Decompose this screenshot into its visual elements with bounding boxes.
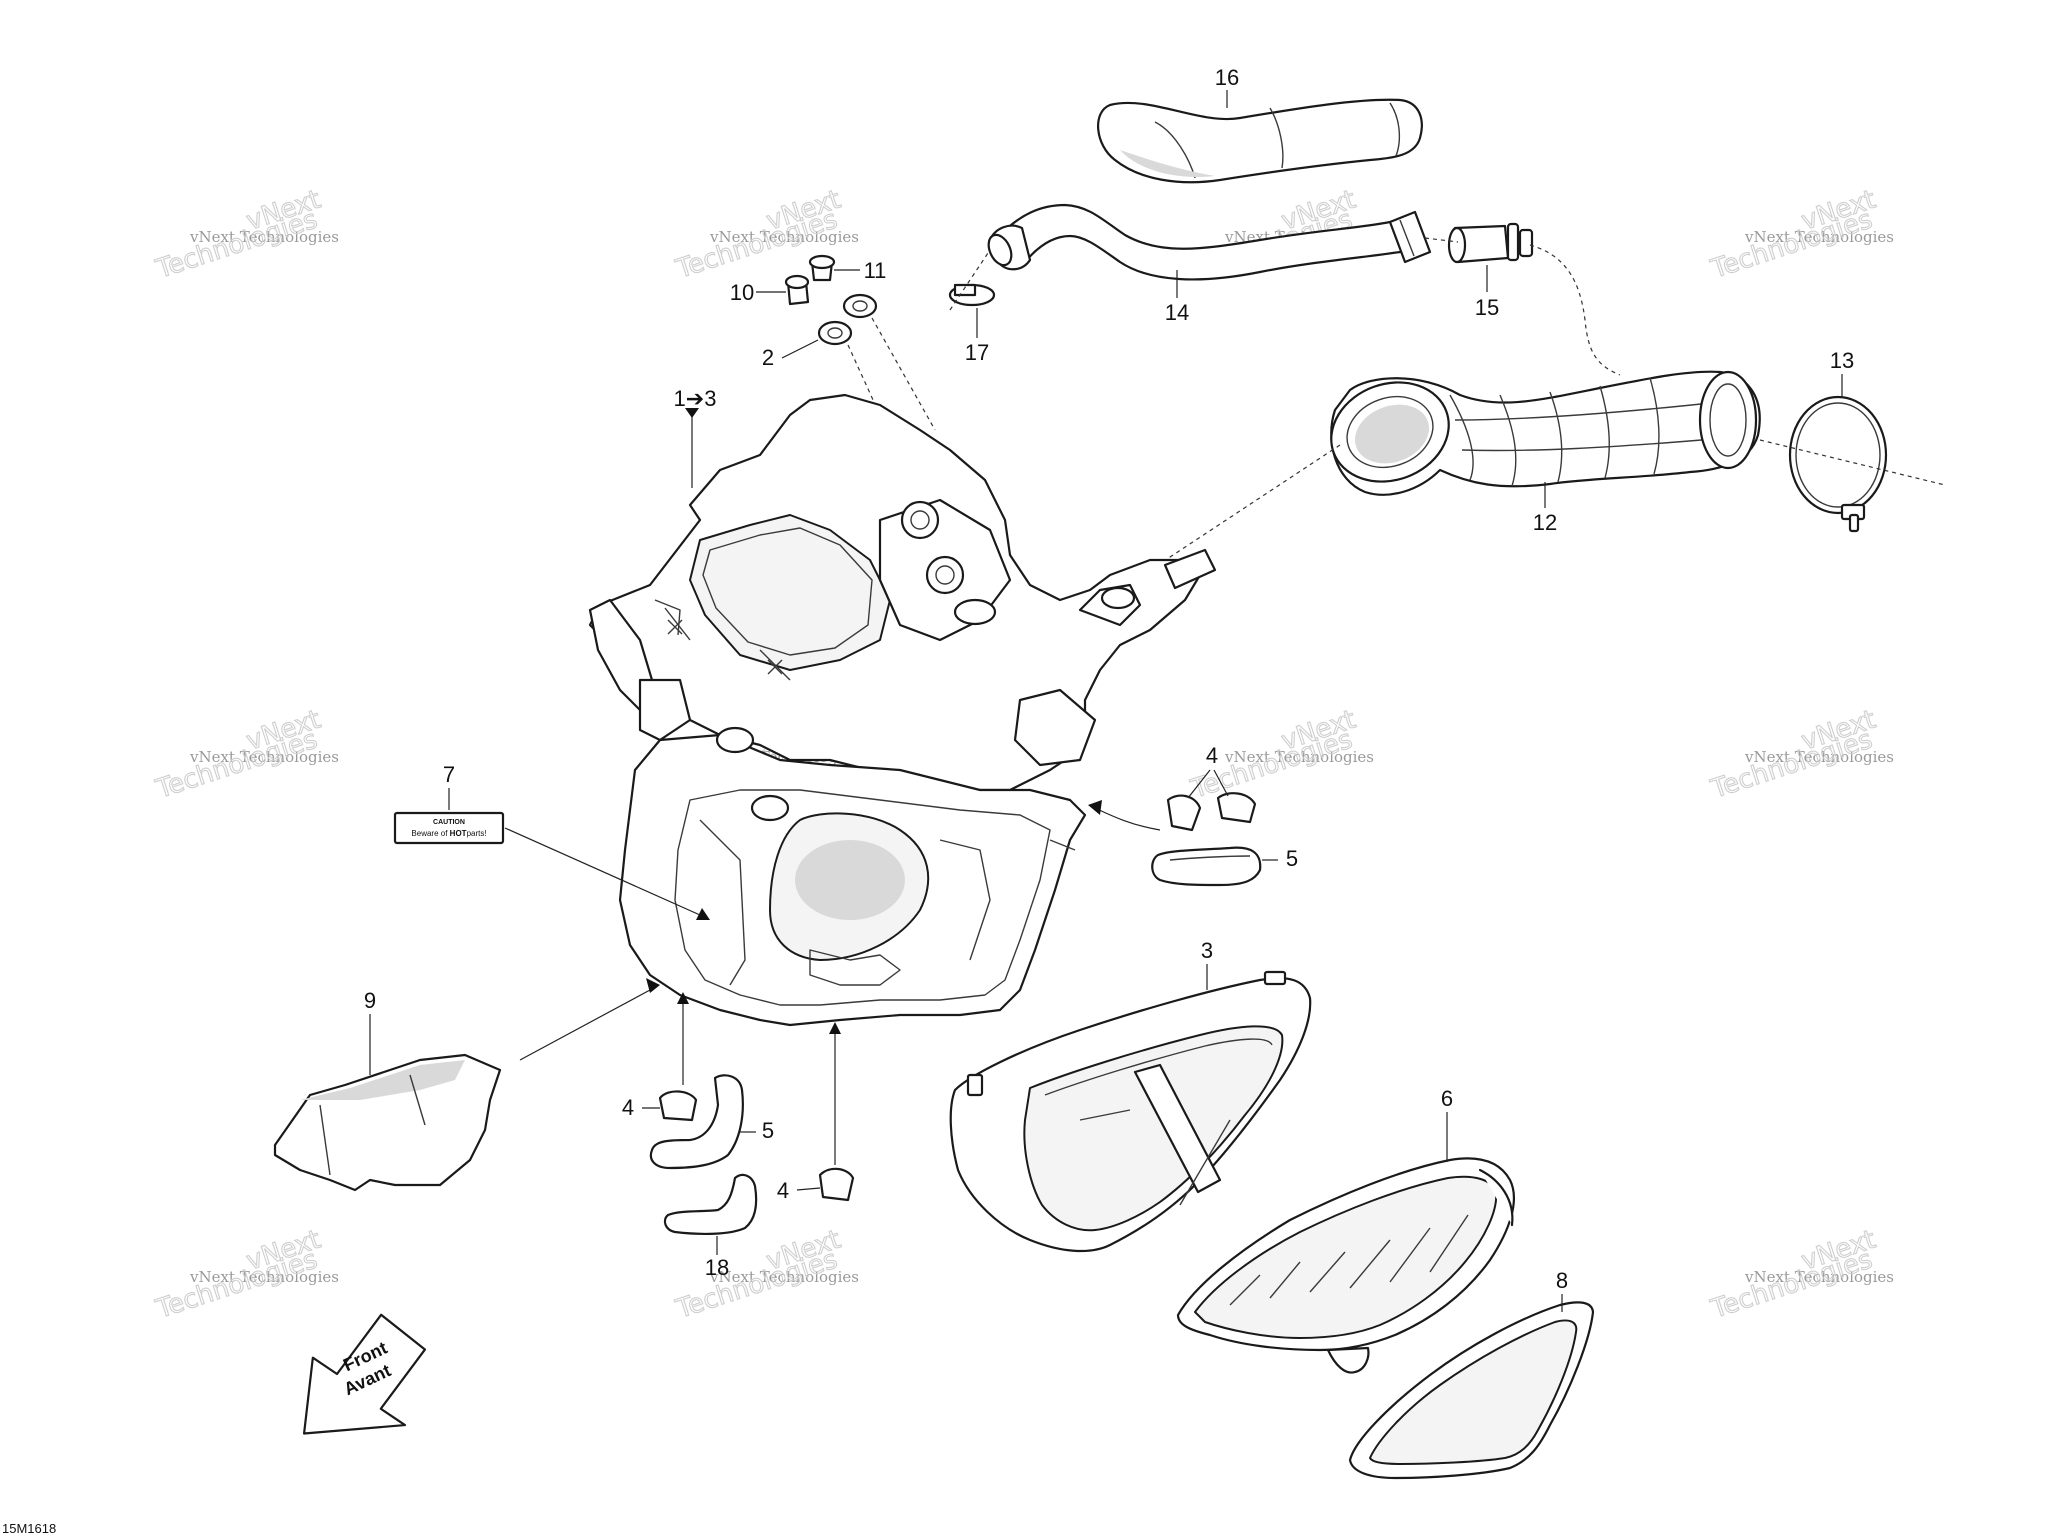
- leader-7-box: [504, 827, 701, 916]
- arrow-9: [646, 978, 660, 993]
- part-8-filter-element: [1348, 1301, 1595, 1480]
- callout-2: 2: [762, 345, 774, 370]
- callout-7: 7: [443, 762, 455, 787]
- arrow-7: [696, 908, 710, 920]
- part-16-hose-cover: [1096, 98, 1423, 184]
- callout-9: 9: [364, 988, 376, 1013]
- part-3-air-box-cover: [949, 970, 1312, 1253]
- svg-text:vNext Technologies: vNext Technologies: [189, 1268, 339, 1286]
- part-5-bracket-right: [1151, 846, 1262, 887]
- arrow-4a: [1088, 800, 1102, 815]
- caution-text: Beware of HOTparts!: [411, 829, 486, 838]
- leader-4a-1: [1187, 769, 1211, 799]
- part-11-plug: [808, 254, 836, 282]
- watermark-5: vNext Technologies vNext Technologies: [151, 704, 339, 805]
- callout-13: 13: [1830, 348, 1854, 373]
- arrow-4b: [677, 992, 689, 1004]
- svg-text:vNext Technologies: vNext Technologies: [709, 1268, 859, 1286]
- callout-8: 8: [1556, 1268, 1568, 1293]
- dash-14-15: [1424, 237, 1459, 243]
- dash-15-12: [1529, 244, 1621, 376]
- svg-text:vNext Technologies: vNext Technologies: [1744, 1268, 1894, 1286]
- svg-text:vNext Technologies: vNext Technologies: [1224, 748, 1374, 766]
- leader-9-box: [519, 989, 651, 1061]
- leader-4c: [796, 1187, 821, 1191]
- watermark-12: vNext Technologies vNext Technologies: [1706, 1224, 1894, 1325]
- part-4-clip-bottom-b: [818, 1167, 855, 1202]
- callout-6: 6: [1441, 1086, 1453, 1111]
- front-direction-arrow: Front Avant: [302, 1313, 427, 1435]
- part-4-clip-bottom-a: [658, 1090, 698, 1122]
- leader-4a-2: [1213, 769, 1229, 797]
- part-18-bracket: [663, 1173, 758, 1235]
- callout-4c: 4: [777, 1178, 789, 1203]
- callout-5a: 5: [1286, 846, 1298, 871]
- callout-5b: 5: [762, 1118, 774, 1143]
- part-6-air-filter: [1176, 1157, 1515, 1374]
- part-9-heat-shield: [273, 1053, 502, 1192]
- watermark-1: vNext Technologies vNext Technologies: [151, 184, 339, 285]
- part-5-bracket-bottom: [649, 1074, 744, 1170]
- arrow-1to3: [685, 408, 699, 418]
- leader-2: [781, 339, 819, 359]
- callout-4a: 4: [1206, 743, 1218, 768]
- diagram-code: 15M1618: [2, 1521, 56, 1536]
- arrow-4c: [829, 1022, 841, 1034]
- part-4-clips-right: [1166, 792, 1257, 832]
- part-2-grommets: [817, 293, 878, 346]
- svg-text:vNext Technologies: vNext Technologies: [189, 748, 339, 766]
- part-1to3-air-box: [588, 393, 1217, 1027]
- part-17-hose-clamp: [948, 249, 996, 311]
- watermark-4: vNext Technologies vNext Technologies: [1706, 184, 1894, 285]
- watermark-9: vNext Technologies vNext Technologies: [151, 1224, 339, 1325]
- callout-4b: 4: [622, 1095, 634, 1120]
- callout-10: 10: [730, 280, 754, 305]
- leader-4a-box: [1094, 807, 1161, 831]
- svg-text:vNext Technologies: vNext Technologies: [1744, 228, 1894, 246]
- part-14-breather-hose: [987, 203, 1432, 281]
- part-13-band-clamp: [1788, 395, 1888, 533]
- callout-17: 17: [965, 340, 989, 365]
- callout-15: 15: [1475, 295, 1499, 320]
- part-15-fitting: [1447, 222, 1534, 264]
- callout-14: 14: [1165, 300, 1189, 325]
- callout-18: 18: [705, 1255, 729, 1280]
- callout-3: 3: [1201, 938, 1213, 963]
- part-7-caution-label: CAUTION Beware of HOTparts!: [393, 811, 505, 845]
- svg-text:vNext Technologies: vNext Technologies: [1744, 748, 1894, 766]
- watermark-10: vNext Technologies vNext Technologies: [671, 1224, 859, 1325]
- watermark-8: vNext Technologies vNext Technologies: [1706, 704, 1894, 805]
- part-10-plug: [784, 274, 810, 306]
- dash-2b: [871, 317, 936, 431]
- svg-text:vNext Technologies: vNext Technologies: [709, 228, 859, 246]
- callout-11: 11: [864, 258, 887, 283]
- svg-text:vNext Technologies: vNext Technologies: [189, 228, 339, 246]
- part-12-intake-duct: [1330, 370, 1761, 496]
- callout-12: 12: [1533, 510, 1557, 535]
- callout-1to3: 1➔3: [674, 386, 717, 411]
- caution-heading: CAUTION: [433, 819, 465, 826]
- callout-16: 16: [1215, 65, 1239, 90]
